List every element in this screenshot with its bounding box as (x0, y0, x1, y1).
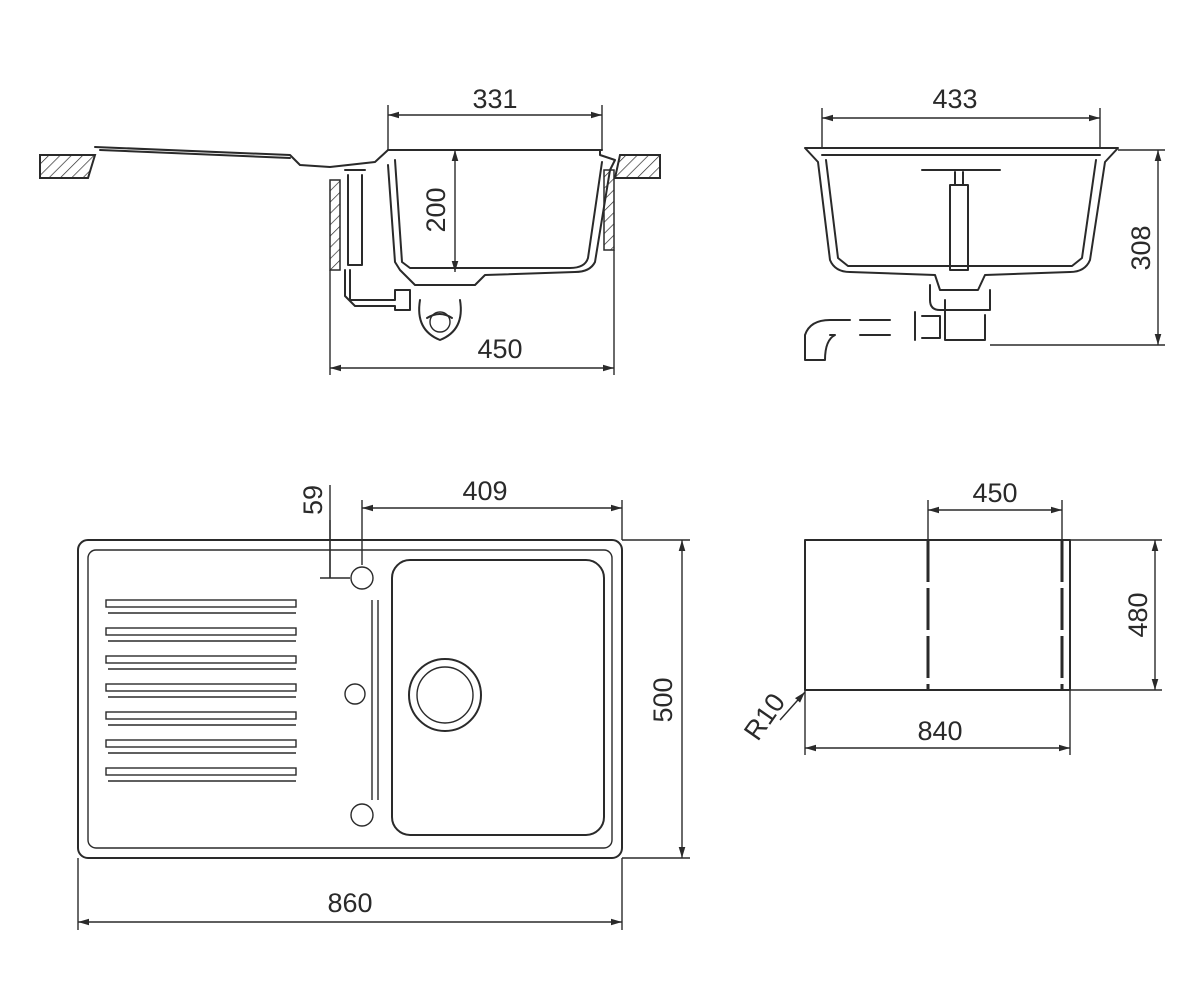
drain-outer (408, 658, 482, 732)
dim-840: 840 (917, 716, 962, 746)
dim-450-side: 450 (477, 334, 522, 364)
cutout-outline (804, 539, 1071, 691)
dim-860: 860 (327, 888, 372, 918)
top-view: 59 409 500 860 (77, 476, 690, 930)
front-outlet-pipe (804, 311, 941, 361)
drainer-grooves (105, 599, 297, 776)
overflow-pipe (344, 169, 411, 311)
dim-308: 308 (1126, 225, 1156, 270)
tap-hole-middle (344, 683, 366, 705)
dim-409: 409 (462, 476, 507, 506)
trap (418, 299, 462, 341)
cutout-view: 450 480 840 R10 (738, 478, 1162, 755)
drain-inner (416, 666, 474, 724)
dim-433: 433 (932, 84, 977, 114)
front-waste (921, 169, 1001, 271)
front-bowl-outline (804, 147, 1119, 291)
dim-500: 500 (648, 677, 678, 722)
drainer-rim (94, 146, 389, 168)
bowl-outline (387, 149, 616, 286)
tap-hole-bottom (350, 803, 374, 827)
countertop-left (39, 154, 97, 179)
dim-331: 331 (472, 84, 517, 114)
dim-480: 480 (1123, 592, 1153, 637)
bowl-top (391, 559, 605, 836)
dim-450-cutout: 450 (972, 478, 1017, 508)
front-section-view: 433 308 (804, 84, 1165, 361)
sink-outline (77, 539, 623, 859)
countertop-right (613, 154, 661, 179)
tap-hole-top (350, 566, 374, 590)
dim-200: 200 (421, 187, 451, 232)
cabinet-side-left (329, 179, 341, 271)
cabinet-side-right (603, 169, 615, 251)
side-section-view: 331 200 450 (39, 84, 661, 375)
dim-59: 59 (298, 485, 328, 515)
